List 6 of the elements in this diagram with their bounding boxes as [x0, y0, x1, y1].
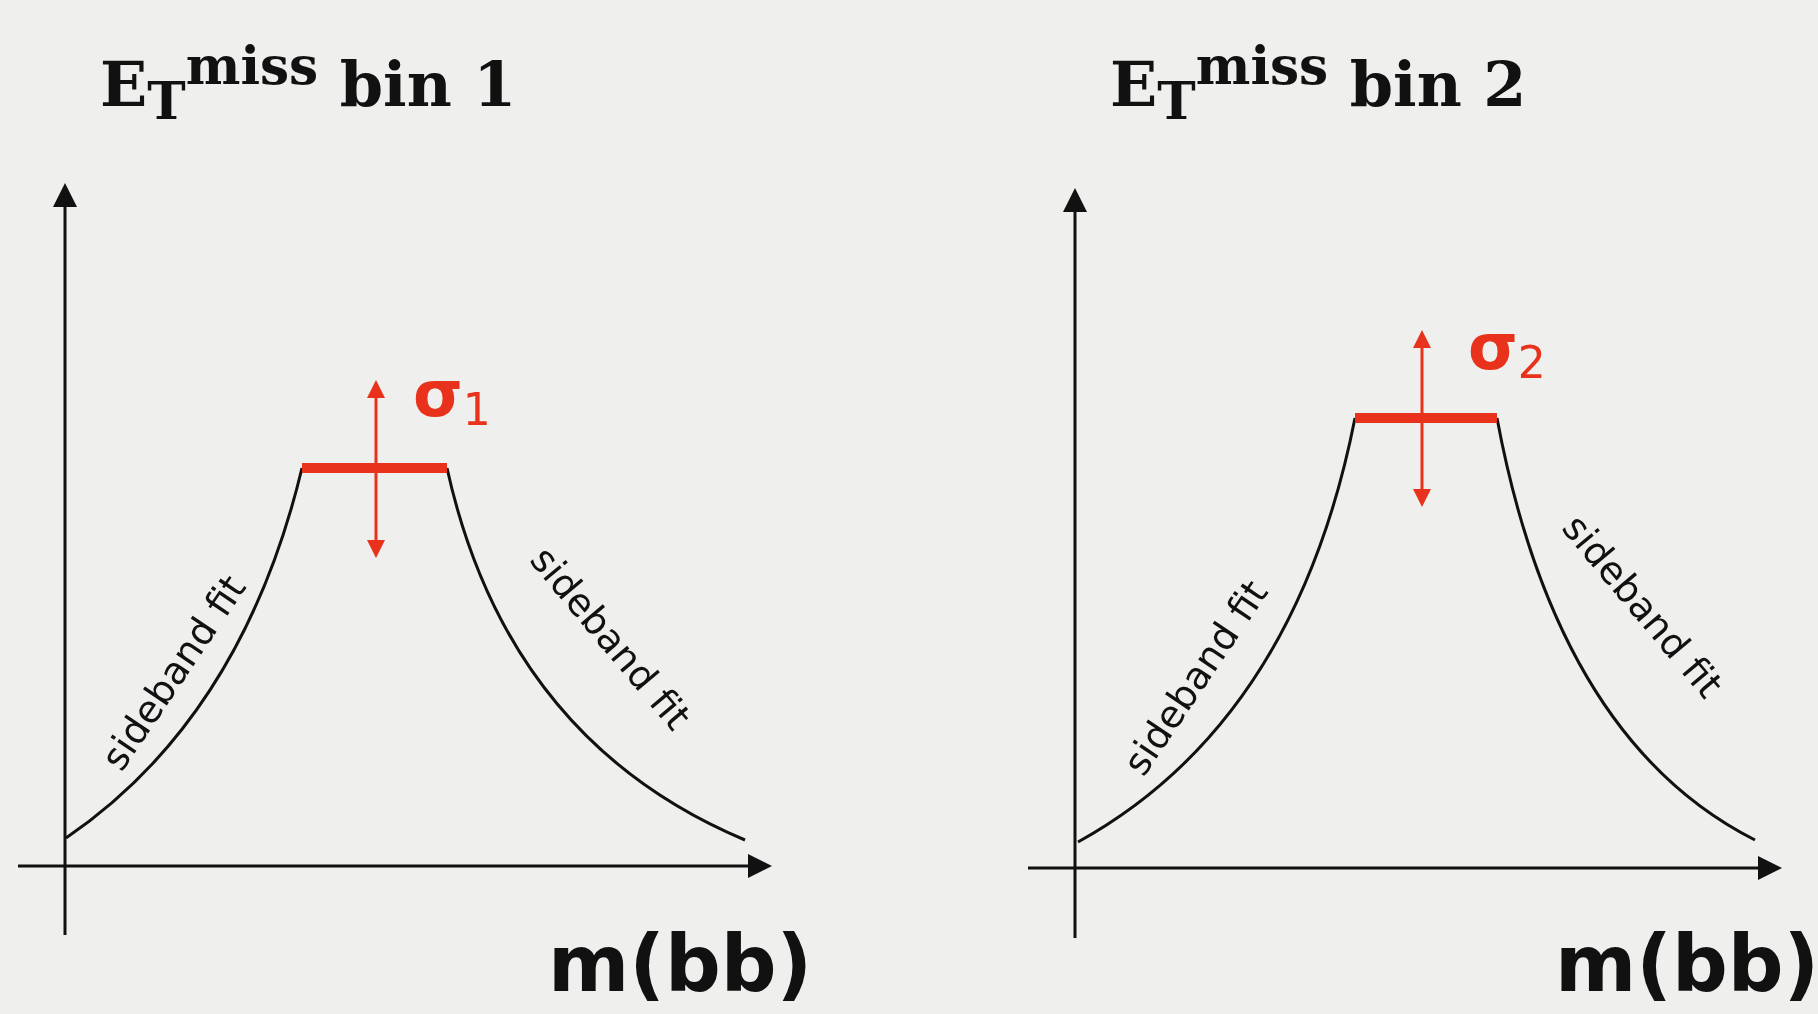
axis-label: m(bb): [548, 925, 813, 1003]
panel-title: E$_{T}$$^{miss}$ bin 2: [1110, 40, 1527, 127]
sigma-label: σ$_{1}$: [413, 362, 491, 432]
panel-title: E$_{T}$$^{miss}$ bin 1: [100, 40, 517, 127]
axis-label: m(bb): [1555, 925, 1818, 1003]
sigma-label: σ$_{2}$: [1468, 315, 1546, 385]
